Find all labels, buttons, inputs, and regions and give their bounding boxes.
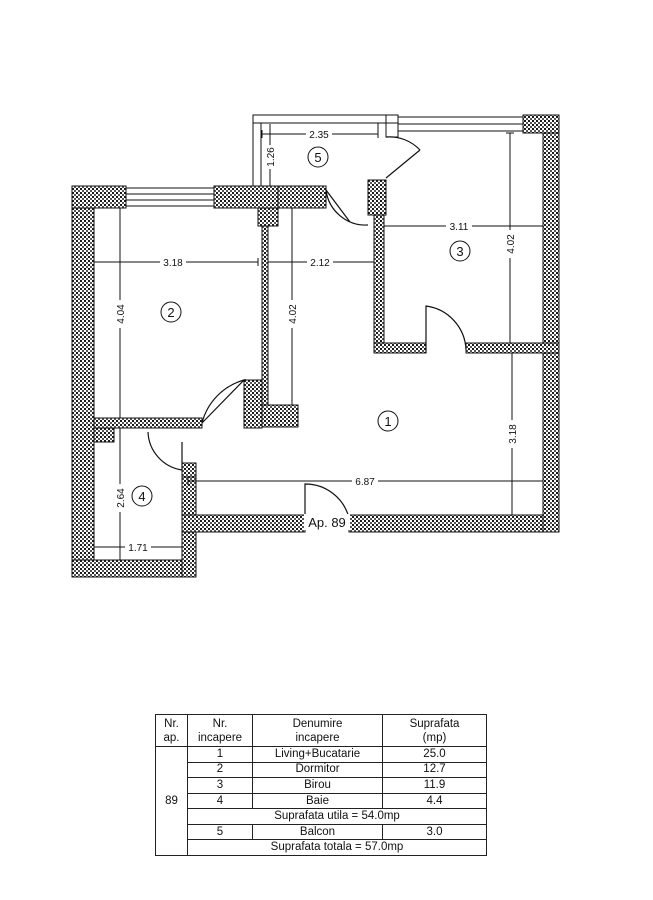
window-bedroom	[125, 187, 215, 207]
room-name-cell: Birou	[252, 777, 383, 794]
dim-living-depth: 3.18	[508, 424, 519, 444]
wall-top-right-corner	[522, 114, 560, 134]
wall-balcony-bottom	[277, 185, 327, 209]
wall-bath-top	[93, 427, 115, 443]
room-area-cell: 11.9	[382, 777, 487, 794]
room-circle-2	[160, 301, 182, 323]
room-nr-cell: 3	[187, 777, 253, 794]
dimension-labels: 2.35 1.26 3.18 2.12 3.11 4.04 4.02 4.02 …	[114, 128, 519, 554]
wall-office-bottom-right	[465, 342, 560, 354]
header-area-line1: Suprafata	[409, 717, 460, 730]
dim-bedroom-depth: 4.04	[116, 304, 127, 324]
useful-area-row: Suprafata utila = 54.0mp	[156, 808, 487, 825]
door-balcony-outer	[385, 136, 421, 179]
balcony-name-cell: Balcon	[252, 823, 383, 841]
dim-living-width: 6.87	[355, 477, 375, 488]
header-area-line2: (mp)	[422, 731, 447, 744]
dim-balcony-depth: 1.26	[266, 147, 277, 167]
dim-office-depth: 4.02	[506, 234, 517, 254]
dim-hall-width: 2.12	[310, 258, 330, 269]
header-room: Nr.incapere	[187, 713, 253, 748]
total-area-cell: Suprafata totala = 57.0mp	[187, 839, 487, 856]
wall-office-left	[373, 214, 385, 354]
balcony-area-cell: 3.0	[382, 823, 487, 841]
wall-top-left-corner	[71, 185, 127, 209]
doors	[147, 136, 467, 519]
wall-bath-bottom	[71, 559, 197, 578]
header-ap: Nr.ap.	[155, 713, 188, 748]
header-room-line1: Nr.	[212, 717, 228, 730]
room-circle-3	[449, 240, 471, 262]
floor-plan: 2.35 1.26 3.18 2.12 3.11 4.04 4.02 4.02 …	[71, 114, 560, 578]
room-number-2: 2	[167, 305, 174, 320]
useful-area-cell: Suprafata utila = 54.0mp	[187, 808, 487, 825]
wall-living-bottom-right	[348, 514, 560, 533]
room-number-4: 4	[138, 489, 145, 504]
dim-hall-depth: 4.02	[288, 304, 299, 324]
wall-bedroom-door-jamb	[243, 379, 263, 429]
wall-living-right	[542, 349, 560, 533]
wall-office-bottom-left	[373, 342, 427, 354]
wall-office-right	[542, 114, 560, 352]
door-balcony-inner	[325, 189, 369, 226]
room-number-3: 3	[456, 244, 463, 259]
room-number-5: 5	[314, 150, 321, 165]
dim-balcony-width: 2.35	[309, 130, 329, 141]
door-entrance	[304, 483, 350, 519]
header-name-line2: incapere	[295, 731, 340, 744]
table-row: 4 Baie 4.4	[156, 792, 487, 810]
header-ap-line2: ap.	[163, 731, 180, 744]
wall-left	[71, 185, 95, 577]
apartment-number-cell: 89	[155, 746, 188, 856]
header-room-line2: incapere	[197, 731, 243, 744]
table-row: 89 1 Living+Bucatarie 25.0	[155, 746, 487, 856]
wall-bath-corner	[181, 462, 197, 478]
dim-bath-depth: 2.64	[116, 488, 127, 508]
interior-walls	[93, 179, 560, 478]
wall-bedroom-bottom	[93, 417, 203, 429]
door-office	[425, 305, 467, 353]
room-area-cell: 25.0	[382, 746, 487, 763]
apartment-label: Ap. 89	[308, 515, 346, 530]
header-name-line1: Denumire	[292, 717, 343, 730]
room-nr-cell: 4	[187, 792, 253, 810]
wall-hall-bottom	[261, 404, 299, 428]
room-circle-1	[377, 410, 399, 432]
room-nr-cell: 2	[187, 761, 253, 779]
wall-balcony-office	[367, 179, 387, 216]
table-row: 3 Birou 11.9	[156, 777, 487, 794]
room-name-cell: Baie	[252, 792, 383, 810]
room-area-cell: 12.7	[382, 761, 487, 779]
door-bedroom	[201, 378, 246, 424]
room-name-cell: Living+Bucatarie	[252, 746, 383, 763]
room-number-1: 1	[384, 414, 391, 429]
door-bath	[147, 431, 183, 471]
dim-office-width: 3.11	[450, 222, 469, 233]
wall-bedroom-top-right	[213, 185, 279, 209]
room-circle-4	[131, 485, 153, 507]
balcony-nr-cell: 5	[187, 823, 253, 841]
table-row: 2 Dormitor 12.7	[156, 761, 487, 779]
wall-hall-top	[257, 207, 279, 227]
room-name-cell: Dormitor	[252, 761, 383, 779]
dim-bedroom-width: 3.18	[163, 258, 183, 269]
wall-hall-left	[261, 225, 269, 427]
room-numbers: 1 2 3 4 5	[131, 146, 471, 507]
balcony-row: 5 Balcon 3.0	[156, 823, 487, 841]
dim-bath-width: 1.71	[128, 543, 148, 554]
total-area-row: Suprafata totala = 57.0mp	[156, 839, 487, 856]
header-area: Suprafata(mp)	[382, 713, 487, 748]
room-area-cell: 4.4	[382, 792, 487, 810]
header-ap-line1: Nr.	[164, 717, 179, 730]
room-circle-5	[307, 146, 329, 168]
wall-living-bottom-left	[181, 514, 306, 533]
room-nr-cell: 1	[187, 746, 253, 763]
